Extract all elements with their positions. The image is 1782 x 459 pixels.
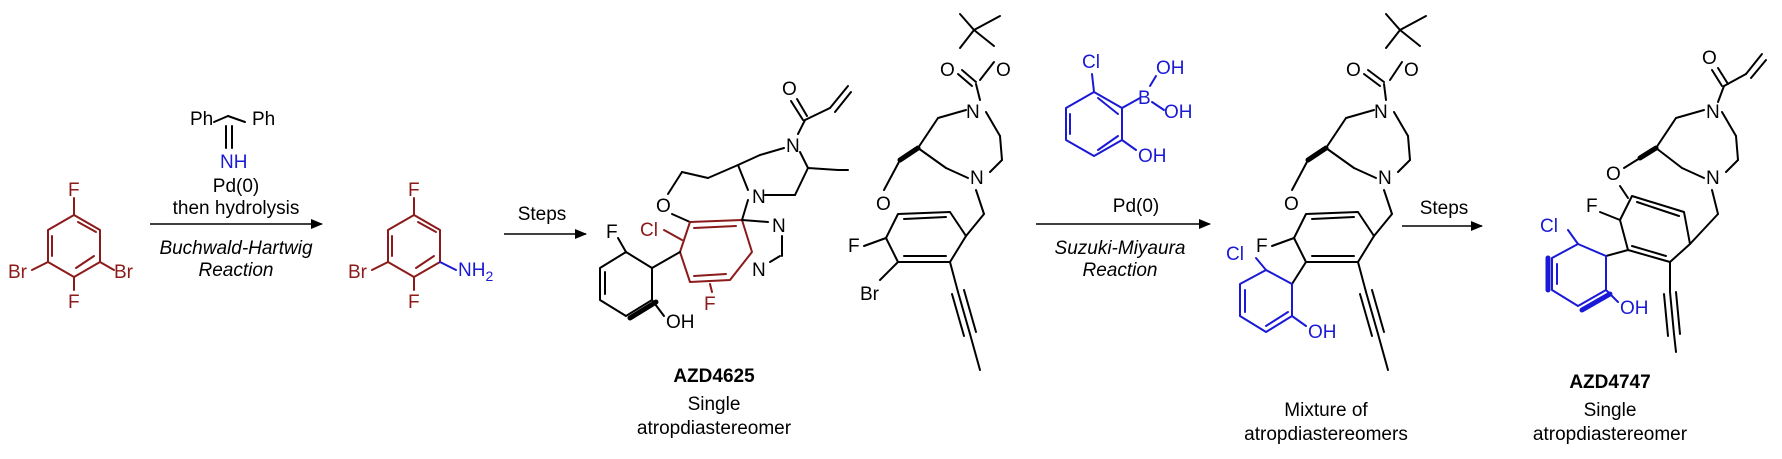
step3-suzuki-miyaura: Cl B OH OH OH Pd(0) Suzuki-Miyaura React… — [1036, 52, 1211, 281]
reagent-ph-left: Ph — [190, 109, 213, 130]
azd4747-ring-oxygen: O — [1606, 164, 1621, 185]
azd4747-caption-line1: Single — [1584, 400, 1637, 421]
step1-condition-line4: Reaction — [199, 260, 274, 281]
int3-structure: O O N N O F Cl OH — [1226, 13, 1427, 371]
step2-steps: Steps — [504, 204, 587, 239]
step3-condition-line3: Reaction — [1083, 260, 1158, 281]
int3-chlorine: Cl — [1226, 244, 1244, 265]
sm3-structure: O O N N O F Br — [848, 13, 1011, 371]
boronic-boron: B — [1138, 88, 1151, 109]
azd4625-caption-line1: Single — [688, 394, 741, 415]
azd4747-caption-line2: atropdiastereomer — [1533, 424, 1688, 445]
sm3-boc-oxygen1: O — [996, 60, 1011, 81]
reagent-nh: NH — [220, 152, 247, 173]
boronic-oh1: OH — [1156, 58, 1185, 79]
sm1-bromine-right: Br — [114, 262, 134, 283]
int3-fluorine: F — [1256, 236, 1268, 257]
int3-caption-line2: atropdiastereomers — [1244, 424, 1408, 445]
azd4625-pyrimidine-n1: N — [772, 216, 786, 237]
azd4625-chlorine: Cl — [640, 220, 658, 241]
step1-condition-line1: Pd(0) — [213, 176, 259, 197]
step1-condition-line3: Buchwald-Hartwig — [159, 238, 313, 259]
azd4625-hydroxyl: OH — [666, 312, 695, 333]
azd4625-ring-fluorine: F — [704, 294, 716, 315]
azd4625-pyrimidine-n2: N — [752, 260, 766, 281]
int1-fluorine-bottom: F — [408, 292, 420, 313]
starting-material-dibromodifluorobenzene: F Br Br F — [8, 180, 134, 313]
int3-ring-oxygen: O — [1284, 194, 1299, 215]
azd4625-ring-oxygen: O — [656, 196, 671, 217]
step2-label: Steps — [518, 204, 567, 225]
azd4747-hydroxyl: OH — [1620, 298, 1649, 319]
int3-n-bottom: N — [1378, 168, 1392, 189]
boronic-oh3: OH — [1138, 146, 1167, 167]
sm3-boc-oxygen2: O — [940, 60, 955, 81]
azd4625-name: AZD4625 — [673, 366, 755, 387]
intermediate-bromodifluoroaniline: F Br F NH2 — [348, 180, 493, 313]
azd4747-n-bottom: N — [1706, 168, 1720, 189]
int3-boc-oxygen2: O — [1346, 60, 1361, 81]
azd4625-amide-nitrogen: N — [786, 136, 800, 157]
azd4747-fluorine: F — [1586, 196, 1598, 217]
int1-bromine: Br — [348, 262, 368, 283]
step1-buchwald-hartwig: Ph Ph NH Pd(0) then hydrolysis Buchwald-… — [150, 109, 323, 281]
azd4747-n-top: N — [1706, 102, 1720, 123]
sm3-fluorine: F — [848, 236, 860, 257]
boronic-oh2: OH — [1164, 102, 1193, 123]
step3-condition-line2: Suzuki-Miyaura — [1055, 238, 1186, 259]
azd4625-aryl-fluorine: F — [606, 222, 618, 243]
azd4747-chlorine: Cl — [1540, 216, 1558, 237]
step1-condition-line2: then hydrolysis — [173, 198, 300, 219]
sm3-n-bottom: N — [970, 168, 984, 189]
sm3-bromine: Br — [860, 284, 880, 305]
int3-caption-line1: Mixture of — [1284, 400, 1368, 421]
azd4747-name: AZD4747 — [1569, 372, 1650, 393]
int3-n-top: N — [1374, 102, 1388, 123]
sm3-n-top: N — [966, 102, 980, 123]
step4-label: Steps — [1420, 198, 1469, 219]
sm3-ring-oxygen: O — [876, 194, 891, 215]
int1-amine: NH2 — [458, 260, 493, 284]
azd4625-structure: O N N O N N Cl F — [599, 79, 852, 333]
azd4625-caption-line2: atropdiastereomer — [637, 418, 792, 439]
step3-condition-line1: Pd(0) — [1113, 196, 1159, 217]
sm1-bromine-left: Br — [8, 262, 28, 283]
int3-boc-oxygen1: O — [1404, 60, 1419, 81]
sm1-fluorine-top: F — [68, 180, 80, 201]
int3-hydroxyl: OH — [1308, 322, 1337, 343]
azd4625-carbonyl-oxygen: O — [782, 79, 797, 100]
reagent-ph-right: Ph — [252, 109, 275, 130]
azd4747-structure: O N N O F Cl OH — [1540, 48, 1767, 353]
azd4625-ring-nitrogen: N — [752, 187, 766, 208]
step4-steps: Steps — [1402, 198, 1483, 231]
boronic-chlorine: Cl — [1082, 52, 1100, 73]
int1-fluorine-top: F — [408, 180, 420, 201]
sm1-fluorine-bottom: F — [68, 292, 80, 313]
azd4747-carbonyl-oxygen: O — [1702, 48, 1717, 69]
